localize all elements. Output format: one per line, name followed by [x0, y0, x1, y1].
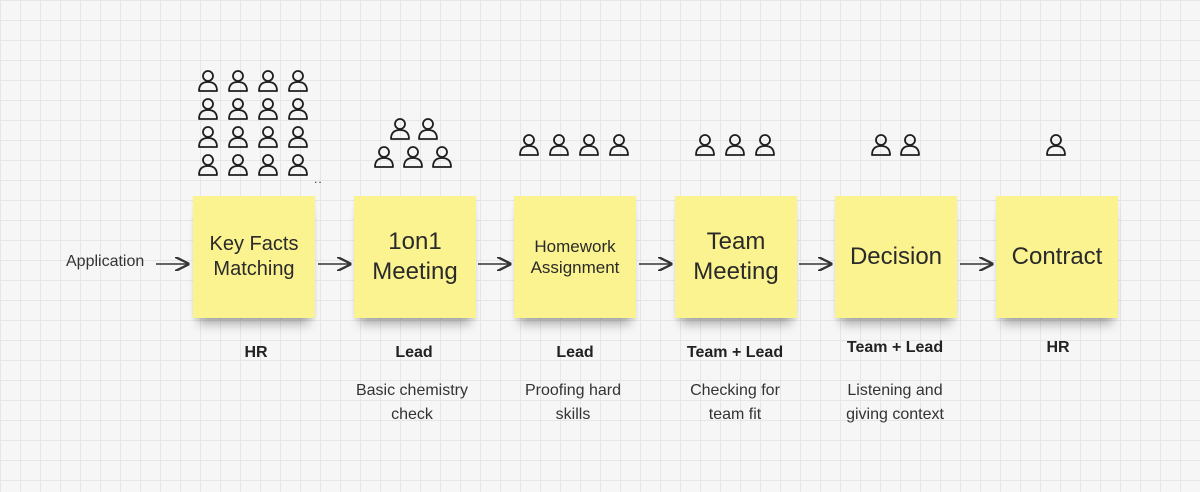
person-icon	[198, 154, 218, 176]
person-icon	[198, 126, 218, 148]
person-icon	[288, 154, 308, 176]
person-icon	[228, 98, 248, 120]
role-contract: HR	[1046, 339, 1070, 356]
person-icon	[198, 70, 218, 92]
person-icon	[549, 134, 569, 156]
person-icon	[579, 134, 599, 156]
note-key-facts-label: Key Facts Matching	[209, 233, 299, 280]
role-decision: Team + Lead	[846, 339, 944, 356]
person-icon	[725, 134, 745, 156]
person-icon	[374, 146, 394, 168]
person-icon	[288, 98, 308, 120]
note-key-facts[interactable]: Key Facts Matching	[193, 196, 315, 318]
note-one-on-one-label: 1on1 Meeting	[372, 228, 458, 285]
desc-homework: Proofing hard skills	[524, 382, 622, 423]
note-contract[interactable]: Contract	[996, 196, 1118, 318]
note-team-meeting[interactable]: Team Meeting	[675, 196, 797, 318]
person-icon	[228, 154, 248, 176]
person-icon	[418, 118, 438, 140]
desc-decision: Listening and giving context	[846, 382, 944, 423]
person-icon	[390, 118, 410, 140]
person-icon	[695, 134, 715, 156]
note-one-on-one[interactable]: 1on1 Meeting	[354, 196, 476, 318]
person-icon	[609, 134, 629, 156]
person-icon	[288, 126, 308, 148]
person-icon	[258, 126, 278, 148]
desc-one-on-one: Basic chemistry check	[355, 382, 469, 423]
desc-team-meeting: Checking for team fit	[690, 382, 780, 423]
role-team-meeting: Team + Lead	[686, 344, 784, 361]
person-icon	[228, 70, 248, 92]
person-icon	[403, 146, 423, 168]
person-icon	[432, 146, 452, 168]
note-homework[interactable]: Homework Assignment	[514, 196, 636, 318]
person-icon	[198, 98, 218, 120]
person-icon	[288, 70, 308, 92]
application-label: Application	[66, 253, 145, 270]
person-icon	[258, 70, 278, 92]
person-icon	[258, 154, 278, 176]
person-icon	[519, 134, 539, 156]
role-homework: Lead	[556, 344, 594, 361]
note-decision[interactable]: Decision	[835, 196, 957, 318]
note-contract-label: Contract	[1011, 243, 1103, 270]
person-icon	[1046, 134, 1066, 156]
person-icon	[900, 134, 920, 156]
person-icon	[228, 126, 248, 148]
person-icon	[258, 98, 278, 120]
note-decision-label: Decision	[849, 243, 943, 270]
role-one-on-one: Lead	[395, 344, 433, 361]
note-homework-label: Homework Assignment	[530, 236, 620, 277]
person-icon	[871, 134, 891, 156]
role-key-facts: HR	[244, 344, 268, 361]
more-people-ellipsis: ..	[314, 172, 323, 186]
person-icon	[755, 134, 775, 156]
note-team-meeting-label: Team Meeting	[693, 228, 779, 285]
